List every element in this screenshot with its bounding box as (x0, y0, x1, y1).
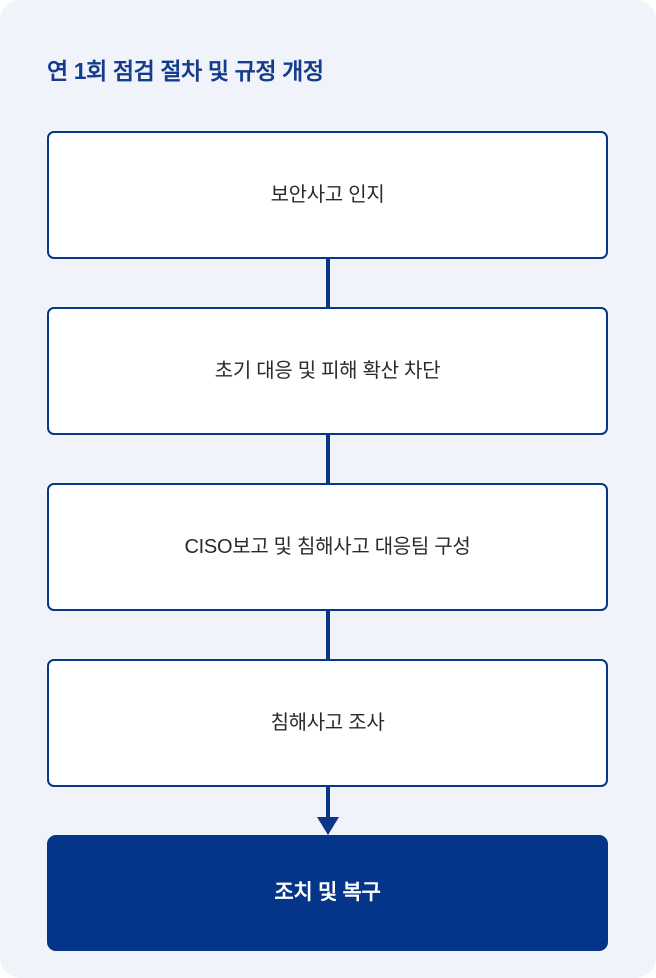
flow-connector-1 (47, 259, 608, 307)
connector-line-icon (325, 259, 330, 307)
connector-line-icon (325, 611, 330, 659)
connector-line-icon (325, 435, 330, 483)
flow-connector-4 (47, 787, 608, 835)
flow-connector-2 (47, 435, 608, 483)
flowchart: 보안사고 인지 초기 대응 및 피해 확산 차단 CISO보고 및 침해사고 대… (47, 131, 608, 951)
page-title: 연 1회 점검 절차 및 규정 개정 (47, 58, 324, 84)
flow-step-label: 조치 및 복구 (274, 881, 381, 905)
flow-step-5[interactable]: 조치 및 복구 (47, 835, 608, 951)
flow-connector-3 (47, 611, 608, 659)
flow-step-label: 보안사고 인지 (270, 184, 385, 206)
connector-line-icon (325, 787, 330, 817)
flow-step-label: 초기 대응 및 피해 확산 차단 (214, 360, 441, 382)
flow-step-2[interactable]: 초기 대응 및 피해 확산 차단 (47, 307, 608, 435)
flow-step-4[interactable]: 침해사고 조사 (47, 659, 608, 787)
flow-step-1[interactable]: 보안사고 인지 (47, 131, 608, 259)
flow-step-label: CISO보고 및 침해사고 대응팀 구성 (184, 536, 471, 558)
flow-step-3[interactable]: CISO보고 및 침해사고 대응팀 구성 (47, 483, 608, 611)
flow-step-label: 침해사고 조사 (270, 712, 385, 734)
arrow-down-icon (316, 817, 339, 835)
